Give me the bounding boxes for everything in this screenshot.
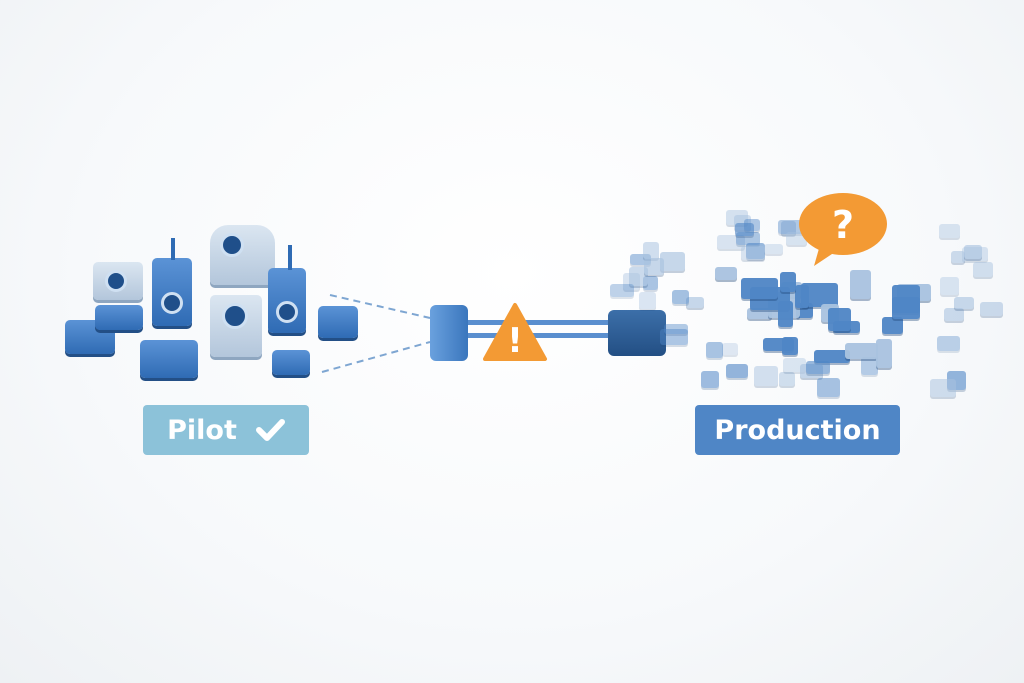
sensor-box xyxy=(272,350,310,375)
production-device xyxy=(734,222,755,236)
production-device-cluster xyxy=(610,205,1010,397)
sensor-box xyxy=(318,306,358,338)
pilot-camera xyxy=(210,295,262,357)
warning-mark: ! xyxy=(507,321,523,361)
production-device xyxy=(785,232,807,246)
production-device xyxy=(780,271,797,292)
pilot-device-cluster xyxy=(60,220,360,390)
production-device xyxy=(705,341,724,358)
production-device xyxy=(892,297,921,320)
production-device xyxy=(806,360,830,375)
warning-icon: ! xyxy=(483,303,547,361)
pilot-plug-connector xyxy=(430,305,468,361)
production-device xyxy=(817,378,841,397)
production-device xyxy=(642,241,659,260)
production-device xyxy=(939,277,959,296)
hub-device xyxy=(140,340,198,378)
pilot-label: Pilot xyxy=(143,405,309,455)
ptz-camera xyxy=(210,225,275,285)
question-mark: ? xyxy=(832,203,854,247)
production-device xyxy=(745,242,766,260)
wireless-sensor xyxy=(152,258,192,326)
production-device xyxy=(746,307,773,320)
production-device xyxy=(686,297,705,308)
production-device xyxy=(943,308,964,321)
production-device xyxy=(860,357,879,376)
production-device xyxy=(610,283,635,298)
production-device xyxy=(701,371,719,389)
production-device xyxy=(741,245,766,261)
gateway-box xyxy=(95,305,143,330)
production-device xyxy=(781,220,796,235)
production-device xyxy=(629,253,651,265)
production-device xyxy=(629,266,649,287)
pilot-label-text: Pilot xyxy=(167,414,237,446)
checkmark-icon xyxy=(255,419,285,441)
production-device xyxy=(950,251,965,263)
production-device xyxy=(778,301,793,327)
production-device xyxy=(876,339,893,369)
production-device xyxy=(753,366,779,386)
production-device xyxy=(938,223,960,238)
production-plug-connector xyxy=(608,310,666,356)
production-device xyxy=(882,316,904,335)
question-icon: ? xyxy=(799,193,887,266)
production-device xyxy=(726,363,749,378)
production-device xyxy=(643,258,664,276)
production-device xyxy=(929,379,956,397)
production-device xyxy=(639,292,657,309)
production-device xyxy=(814,350,851,364)
production-device xyxy=(782,337,799,356)
wireless-sensor xyxy=(268,268,306,333)
production-device xyxy=(660,329,688,346)
production-device xyxy=(845,343,878,359)
production-device xyxy=(716,234,745,250)
production-device xyxy=(778,372,796,387)
production-device xyxy=(827,308,851,331)
production-device xyxy=(714,266,738,280)
production-device xyxy=(963,245,982,259)
production-device xyxy=(722,343,739,355)
production-device xyxy=(664,324,689,335)
production-device xyxy=(671,289,690,304)
production-label-text: Production xyxy=(714,414,881,446)
production-device xyxy=(763,244,784,255)
production-device xyxy=(849,269,872,299)
production-device xyxy=(660,252,685,271)
production-device xyxy=(972,261,994,277)
production-device xyxy=(936,335,960,352)
production-device xyxy=(740,277,779,300)
production-device xyxy=(954,297,975,309)
production-device xyxy=(777,220,805,234)
dome-camera xyxy=(93,262,143,300)
production-label: Production xyxy=(695,405,900,455)
production-device xyxy=(795,285,810,308)
production-device xyxy=(979,302,1003,317)
